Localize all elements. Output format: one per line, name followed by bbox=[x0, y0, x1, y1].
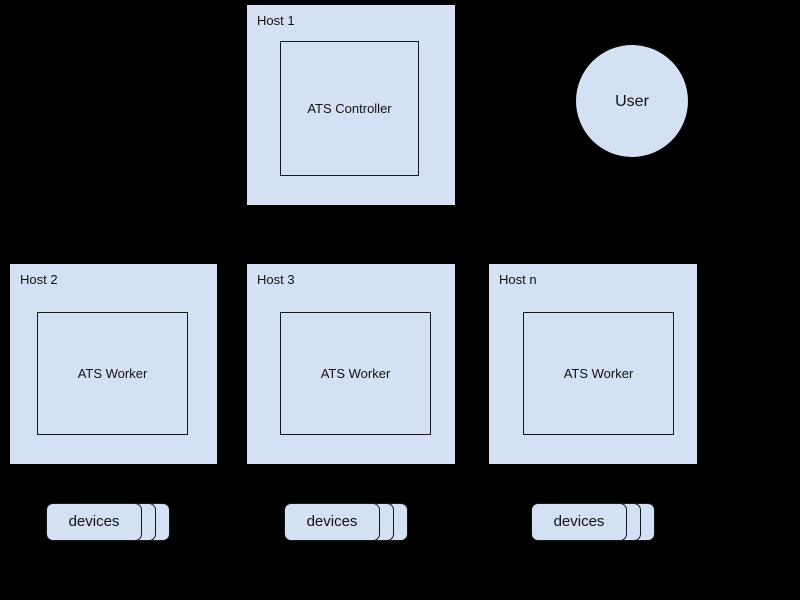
service-box-ats-worker-host2[interactable]: ATS Worker bbox=[37, 312, 188, 435]
service-label-ats-worker-host3: ATS Worker bbox=[320, 365, 391, 381]
devices-label-host2: devices bbox=[68, 513, 120, 530]
host-box-host3[interactable]: Host 3 ATS Worker bbox=[247, 264, 455, 464]
host-box-host1[interactable]: Host 1 ATS Controller bbox=[247, 5, 455, 205]
host-label-host2: Host 2 bbox=[20, 272, 58, 287]
service-label-ats-worker-hostn: ATS Worker bbox=[563, 365, 634, 381]
user-actor-label: User bbox=[615, 92, 649, 110]
devices-layer-front[interactable]: devices bbox=[531, 503, 627, 541]
devices-layer-front[interactable]: devices bbox=[284, 503, 380, 541]
service-box-ats-controller[interactable]: ATS Controller bbox=[280, 41, 419, 176]
service-label-ats-worker-host2: ATS Worker bbox=[77, 365, 148, 381]
devices-layer-front[interactable]: devices bbox=[46, 503, 142, 541]
user-actor[interactable]: User bbox=[576, 45, 688, 157]
host-label-host3: Host 3 bbox=[257, 272, 295, 287]
host-box-host2[interactable]: Host 2 ATS Worker bbox=[10, 264, 217, 464]
host-label-hostn: Host n bbox=[499, 272, 537, 287]
service-label-ats-controller: ATS Controller bbox=[307, 100, 392, 116]
service-box-ats-worker-hostn[interactable]: ATS Worker bbox=[523, 312, 674, 435]
devices-stack-hostn[interactable]: devices bbox=[531, 503, 655, 541]
host-label-host1: Host 1 bbox=[257, 13, 295, 28]
devices-label-hostn: devices bbox=[553, 513, 605, 530]
service-box-ats-worker-host3[interactable]: ATS Worker bbox=[280, 312, 431, 435]
devices-label-host3: devices bbox=[306, 513, 358, 530]
devices-stack-host2[interactable]: devices bbox=[46, 503, 170, 541]
devices-stack-host3[interactable]: devices bbox=[284, 503, 408, 541]
host-box-hostn[interactable]: Host n ATS Worker bbox=[489, 264, 697, 464]
